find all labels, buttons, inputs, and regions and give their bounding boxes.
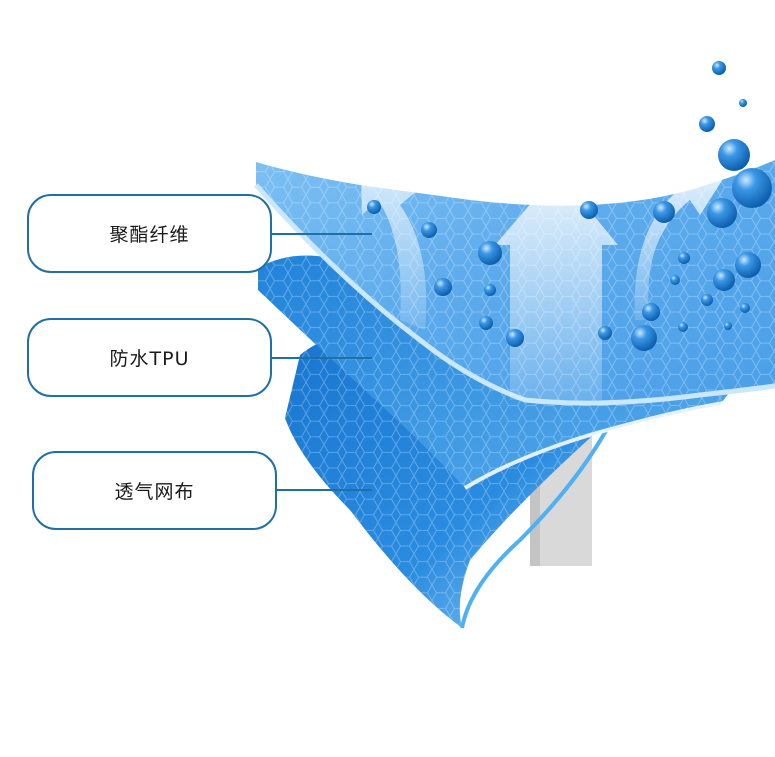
label-polyester: 聚酯纤维 bbox=[27, 194, 272, 273]
label-tpu: 防水TPU bbox=[27, 318, 272, 397]
label-mesh: 透气网布 bbox=[32, 451, 277, 530]
